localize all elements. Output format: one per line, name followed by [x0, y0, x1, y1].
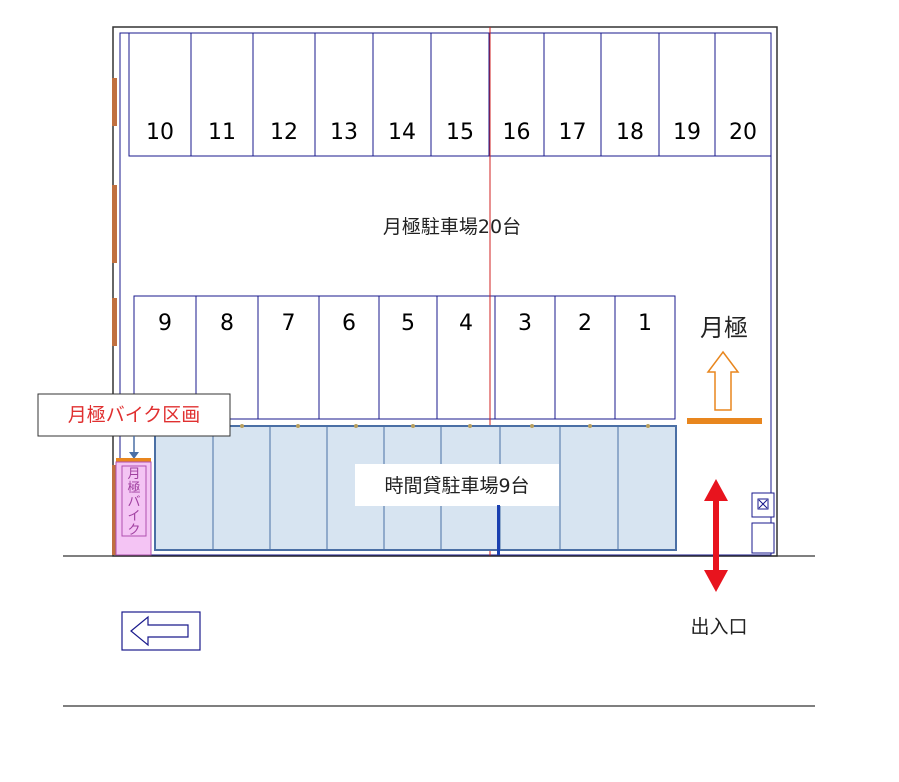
monthly-parking-label: 月極駐車場20台: [383, 216, 521, 238]
hourly-parking-label-box: [355, 464, 559, 506]
monthly-stall-5: [378, 295, 438, 420]
stall-number-16: 16: [503, 120, 531, 145]
monthly-stall-12: [252, 32, 316, 157]
stall-number-8: 8: [220, 311, 234, 336]
entrance-label: 出入口: [690, 616, 747, 638]
utility-box-bottom: [751, 522, 775, 554]
stall-number-19: 19: [673, 120, 701, 145]
hourly-parking-label: 時間貸駐車場9台: [384, 475, 529, 497]
entrance-double-arrow-icon: [704, 479, 728, 592]
monthly-entry-bar: [687, 418, 762, 424]
stall-number-14: 14: [388, 120, 416, 145]
monthly-label: 月極: [700, 314, 748, 342]
wheel-stop-marker: [354, 424, 358, 428]
stall-number-5: 5: [401, 311, 415, 336]
monthly-stall-1: [614, 295, 676, 420]
monthly-stall-3: [494, 295, 556, 420]
bike-area-label-box: [37, 393, 231, 437]
stall-number-15: 15: [446, 120, 474, 145]
monthly-stall-15: [430, 32, 490, 157]
stall-number-3: 3: [518, 311, 532, 336]
stall-number-18: 18: [616, 120, 644, 145]
wall-mark: [112, 465, 117, 555]
wheel-stop-marker: [296, 424, 300, 428]
bike-slot-top-bar: [116, 458, 151, 462]
stall-number-13: 13: [330, 120, 358, 145]
wheel-stop-marker: [530, 424, 534, 428]
monthly-stall-10: [128, 32, 192, 157]
utility-box-icon-frame: [757, 498, 769, 510]
wall-mark: [112, 298, 117, 346]
hourly-center-post: [497, 505, 500, 555]
monthly-stall-13: [314, 32, 374, 157]
monthly-stall-11: [190, 32, 254, 157]
monthly-stall-2: [554, 295, 616, 420]
monthly-stall-20: [714, 32, 772, 157]
utility-box-top: [751, 492, 775, 518]
monthly-direction-up-arrow-icon: [706, 350, 740, 411]
wall-mark: [112, 78, 117, 126]
utility-box-x-icon: [758, 499, 768, 509]
monthly-stall-18: [600, 32, 660, 157]
monthly-stall-14: [372, 32, 432, 157]
stall-number-10: 10: [146, 120, 174, 145]
stall-number-1: 1: [638, 311, 652, 336]
wheel-stop-marker: [411, 424, 415, 428]
wheel-stop-marker: [468, 424, 472, 428]
wall-mark: [112, 185, 117, 263]
bike-pointer-arrowhead-icon: [129, 452, 139, 459]
monthly-stalls-bottom-row: 9 8 7 6 5 4 3 2 1: [133, 295, 676, 420]
stall-number-7: 7: [282, 311, 296, 336]
wheel-stop-marker: [646, 424, 650, 428]
stall-number-6: 6: [342, 311, 356, 336]
stall-number-20: 20: [729, 120, 757, 145]
bike-area-label: 月極バイク区画: [68, 404, 201, 426]
stall-number-2: 2: [578, 311, 592, 336]
wheel-stop-marker: [240, 424, 244, 428]
monthly-stall-19: [658, 32, 716, 157]
monthly-stall-4: [436, 295, 496, 420]
bike-slot-label: 月極バイク: [127, 467, 140, 538]
stall-number-11: 11: [208, 120, 236, 145]
wheel-stop-marker: [588, 424, 592, 428]
monthly-stall-6: [318, 295, 380, 420]
bike-slot-label-box: [121, 465, 147, 537]
stall-number-17: 17: [559, 120, 587, 145]
stall-number-4: 4: [459, 311, 473, 336]
stall-number-12: 12: [270, 120, 298, 145]
monthly-stalls-top-row: 10 11 12 13 14 15 16 17 18 19 20: [128, 32, 772, 157]
stall-number-9: 9: [158, 311, 172, 336]
left-wall-marks: [112, 78, 117, 555]
left-arrow-icon: [130, 615, 189, 647]
monthly-stall-7: [257, 295, 320, 420]
